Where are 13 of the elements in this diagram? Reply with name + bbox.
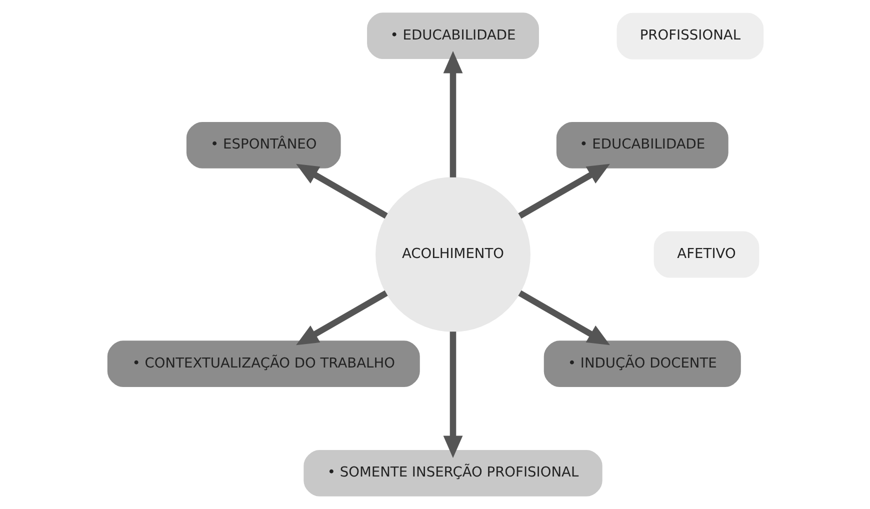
arrow: [442, 332, 462, 458]
arrow: [442, 51, 462, 178]
node-box: • EDUCABILIDADE: [366, 12, 538, 60]
node-box: • CONTEXTUALIZAÇÃO DO TRABALHO: [106, 340, 420, 388]
node-circle: ACOLHIMENTO: [375, 177, 530, 332]
node-box: • SOMENTE INSERÇÃO PROFISIONAL: [303, 450, 602, 496]
node-box: • EDUCABILIDADE: [556, 122, 728, 168]
node-box: • INDUÇÃO DOCENTE: [543, 340, 740, 388]
arrow: [296, 290, 388, 346]
node-box: • ESPONTÂNEO: [186, 122, 340, 168]
arrow: [518, 164, 610, 219]
arrow: [518, 290, 610, 346]
arrow: [296, 164, 388, 219]
